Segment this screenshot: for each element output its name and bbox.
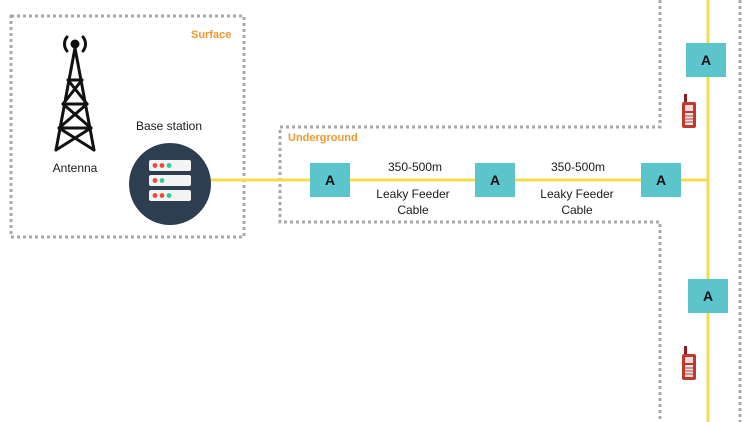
amplifier-box: A [475,163,515,197]
cable-length-label-1: 350-500m [387,160,443,174]
antenna-label: Antenna [52,161,98,175]
cable-name-label-1b: Cable [397,203,429,217]
walkie-talkie-icon [682,94,696,128]
base-station-label: Base station [135,119,203,133]
cable-name-label-1a: Leaky Feeder [376,187,450,201]
amplifier-box: A [310,163,350,197]
amplifier-box: A [688,279,728,313]
cable-name-label-2b: Cable [561,203,593,217]
server-icon [129,143,211,225]
cable-length-label-2: 350-500m [550,160,606,174]
amplifier-box: A [686,43,726,77]
surface-zone-border [9,14,246,239]
surface-zone-label: Surface [191,29,232,41]
cable-name-label-2a: Leaky Feeder [540,187,614,201]
underground-zone-label: Underground [288,132,358,144]
underground-zone-border [278,0,742,422]
amplifier-box: A [641,163,681,197]
antenna-tower-icon [54,35,96,152]
walkie-talkie-icon [682,346,696,380]
